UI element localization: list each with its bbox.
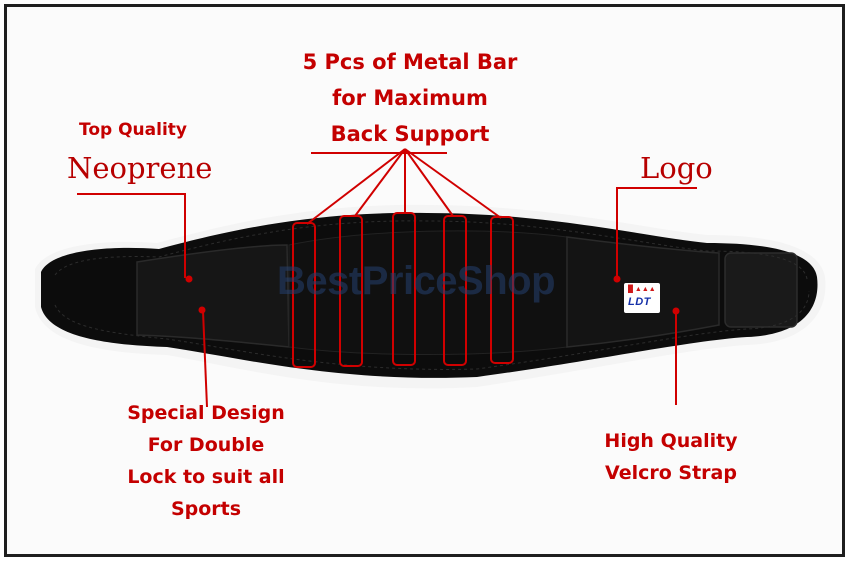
special-design-line-1: Special Design [127,402,285,424]
ldt-logo-text: LDT [628,296,651,308]
logo-label: Logo [640,151,713,185]
velcro-line-1: High Quality [604,430,738,452]
top-quality-label: Top Quality [79,120,187,140]
image-frame: BestPriceShop █ ▲▲▲ LDT Top Quality Neop… [4,4,845,557]
product-photo: BestPriceShop █ ▲▲▲ LDT Top Quality Neop… [7,7,842,554]
special-design-callout: Special Design For Double Lock to suit a… [111,397,301,525]
special-design-line-3: Lock to suit all [127,466,285,488]
watermark-text: BestPriceShop [277,259,556,303]
velcro-line-2: Velcro Strap [605,462,737,484]
brand-mark: █ ▲▲▲ [628,286,656,293]
metal-bar-line-1: 5 Pcs of Metal Bar [302,50,518,74]
velcro-dot [672,307,680,315]
belt-illustration [35,148,826,408]
right-end-tab [724,252,798,328]
metal-bar-outlines [292,212,514,368]
velcro-callout: High Quality Velcro Strap [581,425,761,489]
neoprene-dot [185,275,193,283]
metal-bar-line-3: Back Support [330,122,490,146]
left-panel [136,244,290,348]
special-design-line-4: Sports [170,498,242,520]
metal-bar-line-2: for Maximum [332,86,488,110]
ldt-logo-badge: █ ▲▲▲ LDT [624,283,660,313]
special-design-line-2: For Double [147,434,265,456]
double-lock-dot [198,306,206,314]
metal-bar-callout: 5 Pcs of Metal Bar for Maximum Back Supp… [295,44,525,152]
neoprene-label: Neoprene [67,151,213,185]
logo-dot [613,275,621,283]
callout-lines [77,148,697,408]
